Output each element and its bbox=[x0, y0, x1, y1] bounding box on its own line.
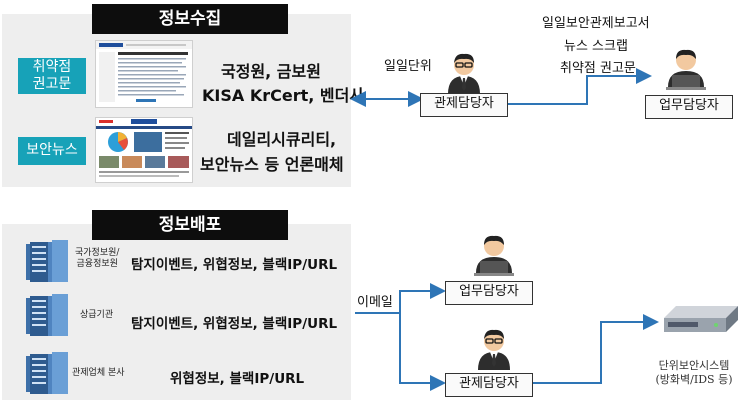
news-page-thumbnail bbox=[95, 117, 193, 183]
vendor-hq-server-icon bbox=[26, 352, 68, 394]
control-officer-bottom-person-icon bbox=[478, 329, 510, 370]
news-source-line-1: 데일리시큐리티, bbox=[227, 130, 337, 149]
report-arrow bbox=[506, 68, 652, 105]
collection-title: 정보수집 bbox=[92, 4, 288, 34]
email-label: 이메일 bbox=[357, 295, 393, 310]
control-officer-bottom-box: 관제담당자 bbox=[445, 373, 533, 397]
source-info-upper: 탐지이벤트, 위협정보, 블랙IP/URL bbox=[131, 316, 338, 332]
business-officer-bottom-box: 업무담당자 bbox=[445, 281, 533, 305]
source-name-national: 국가정보원/ 금융정보원 bbox=[75, 248, 120, 270]
daily-unit-label: 일일단위 bbox=[384, 59, 432, 74]
source-name-upper: 상급기관 bbox=[80, 310, 114, 320]
security-system-caption: 단위보안시스템 (방화벽/IDS 등) bbox=[655, 359, 733, 387]
national-agency-server-icon bbox=[26, 240, 68, 282]
email-to-business-arrow bbox=[355, 283, 446, 314]
control-officer-person-icon bbox=[448, 53, 480, 94]
source-info-vendor-hq: 위협정보, 블랙IP/URL bbox=[170, 371, 305, 387]
news-page-image bbox=[96, 118, 192, 177]
business-officer-bottom-person-icon bbox=[474, 235, 514, 276]
business-officer-top-box: 업무담당자 bbox=[645, 95, 733, 119]
advisory-source-line-2: KISA KrCert, 벤더사 bbox=[202, 86, 365, 105]
email-to-control-arrow bbox=[399, 313, 446, 391]
news-source-line-2: 보안뉴스 등 언론매체 bbox=[200, 155, 344, 174]
advisory-source-line-1: 국정원, 금보원 bbox=[221, 62, 321, 81]
control-to-system-arrow bbox=[531, 314, 659, 384]
business-officer-person-icon bbox=[666, 49, 706, 90]
advisory-label: 취약점 권고문 bbox=[18, 58, 86, 94]
source-info-national: 탐지이벤트, 위협정보, 블랙IP/URL bbox=[131, 257, 338, 273]
advisory-page-image bbox=[96, 41, 192, 102]
report-line-1: 일일보안관제보고서 bbox=[542, 16, 650, 31]
news-label: 보안뉴스 bbox=[18, 137, 86, 165]
distribution-title: 정보배포 bbox=[92, 210, 288, 240]
advisory-page-thumbnail bbox=[95, 40, 193, 108]
security-appliance-icon bbox=[664, 306, 738, 332]
upper-agency-server-icon bbox=[26, 294, 68, 336]
report-line-2: 뉴스 스크랩 bbox=[564, 39, 628, 54]
control-officer-top-box: 관제담당자 bbox=[420, 93, 508, 117]
report-line-3: 취약점 권고문 bbox=[560, 61, 636, 76]
source-name-vendor-hq: 관제업체 본사 bbox=[72, 368, 125, 378]
